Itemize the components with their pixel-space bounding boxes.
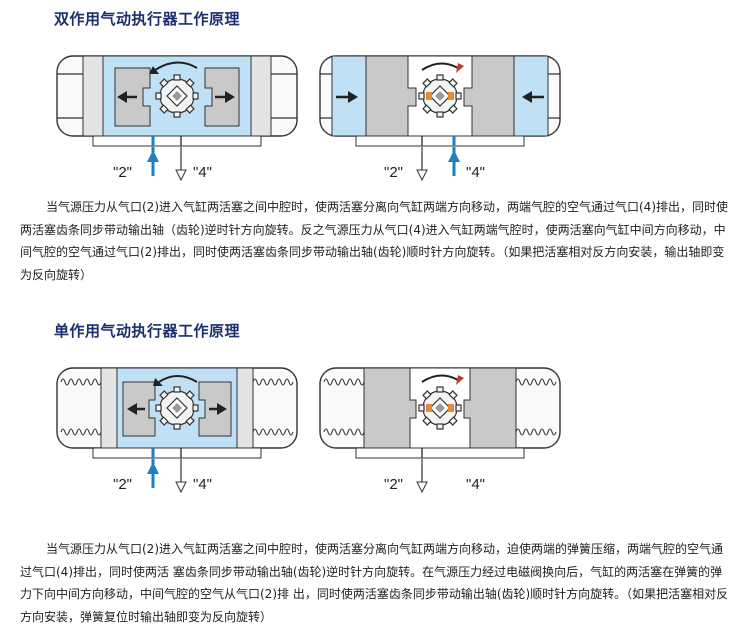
- double-acting-description: 当气源压力从气口(2)进入气缸两活塞之间中腔时，使两活塞分离向气缸两端方向移动，…: [20, 200, 729, 282]
- port-2-label: "2": [113, 164, 132, 181]
- double-acting-diagram-close: "2" "4": [319, 55, 561, 182]
- port-2-label: "2": [113, 476, 132, 493]
- port-4-label: "4": [466, 164, 485, 181]
- single-acting-diagram-open: "2" "4": [56, 367, 298, 494]
- section-title-double-acting: 双作用气动执行器工作原理: [54, 10, 241, 28]
- section-title-single-acting: 单作用气动执行器工作原理: [54, 322, 241, 340]
- port-4-label: "4": [466, 476, 485, 493]
- double-acting-diagram-open: "2" "4": [56, 55, 298, 182]
- single-acting-diagram-close: "2" "4": [319, 367, 561, 494]
- single-acting-description: 当气源压力从气口(2)进入气缸两活塞之间中腔时，使两活塞分离向气缸两端方向移动，…: [20, 542, 729, 624]
- port-2-label: "2": [384, 476, 403, 493]
- port-4-label: "4": [193, 164, 212, 181]
- port-4-label: "4": [193, 476, 212, 493]
- port-2-label: "2": [384, 164, 403, 181]
